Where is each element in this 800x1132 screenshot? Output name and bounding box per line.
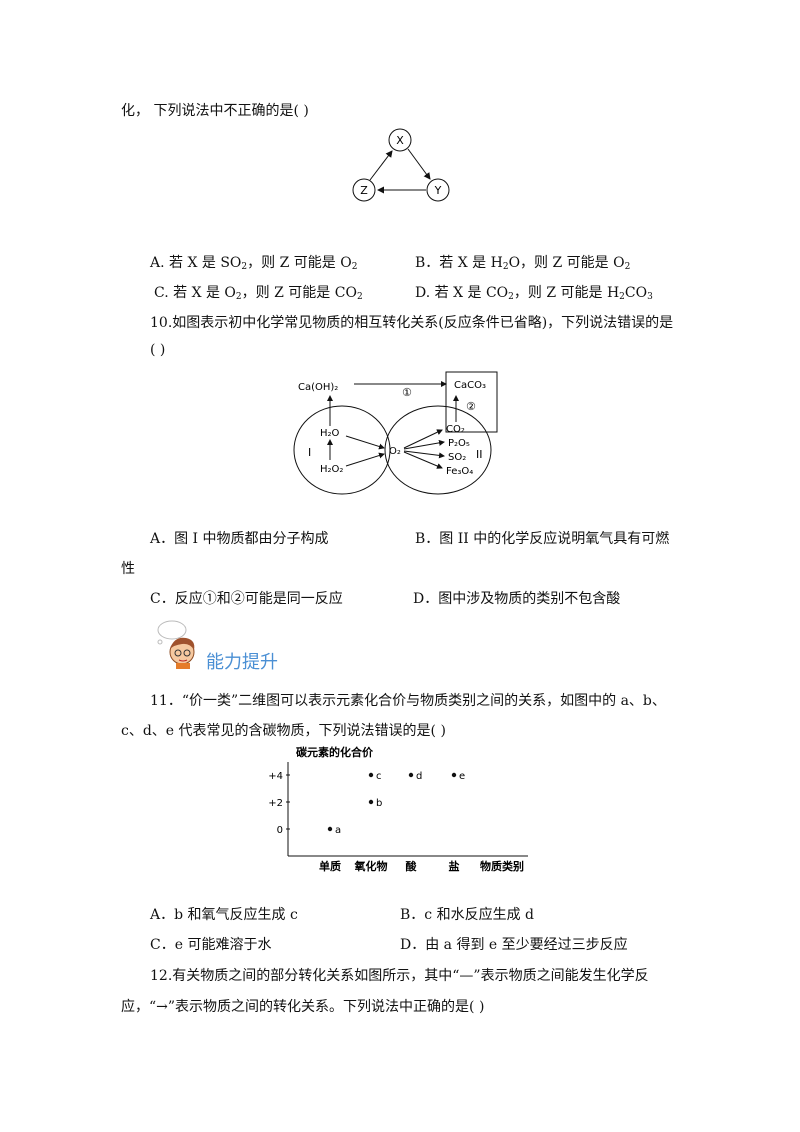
caco3-label: CaCO₃ <box>454 380 486 391</box>
chart-ylabel: 碳元素的化合价 <box>296 745 374 759</box>
q9-intro: 化， 下列说法中不正确的是( ) <box>121 103 309 119</box>
region-i-label: I <box>308 446 311 459</box>
h2o2-label: H₂O₂ <box>320 464 343 475</box>
q11-stem-line1: 11．“价一类”二维图可以表示元素化合价与物质类别之间的关系，如图中的 a、b、 <box>150 693 666 709</box>
point-label-b: b <box>376 798 382 809</box>
co2-label: CO₂ <box>446 424 465 435</box>
node-x: X <box>396 134 404 147</box>
q12-stem-line1: 12.有关物质之间的部分转化关系如图所示，其中“—”表示物质之间能发生化学反 <box>150 968 649 984</box>
point-label-e: e <box>459 771 465 782</box>
reaction-2-label: ② <box>466 400 476 413</box>
q11-option-b[interactable]: B．c 和水反应生成 d <box>400 907 534 923</box>
q9-option-d[interactable]: D. 若 X 是 CO2，则 Z 可能是 H2CO3 <box>415 285 653 302</box>
chart-xlabel: 物质类别 <box>480 859 524 873</box>
q10-option-b-cont: 性 <box>121 561 135 577</box>
point-c <box>368 772 374 778</box>
p2o5-label: P₂O₅ <box>448 438 470 449</box>
q11-option-d[interactable]: D．由 a 得到 e 至少要经过三步反应 <box>400 937 628 953</box>
q10-option-a[interactable]: A．图 I 中物质都由分子构成 <box>150 531 329 547</box>
so2-label: SO₂ <box>448 452 466 463</box>
q11-option-c[interactable]: C．e 可能难溶于水 <box>150 937 272 953</box>
q11-stem-line2: c、d、e 代表常见的含碳物质，下列说法错误的是( ) <box>121 723 446 739</box>
x-tick-label: 单质 <box>319 859 341 873</box>
point-label-a: a <box>335 825 341 836</box>
x-tick-label: 酸 <box>406 859 418 873</box>
q9-option-c[interactable]: C. 若 X 是 O2，则 Z 可能是 CO2 <box>154 285 363 302</box>
q10-option-c[interactable]: C．反应①和②可能是同一反应 <box>150 591 343 607</box>
section-title: 能力提升 <box>206 652 278 673</box>
h2o-label: H₂O <box>320 428 340 439</box>
point-e <box>451 772 457 778</box>
q10-stem-line2: ( ) <box>150 342 166 358</box>
thinking-kid-icon <box>157 620 195 669</box>
node-z: Z <box>360 184 368 197</box>
point-label-d: d <box>416 771 422 782</box>
q12-stem-line2: 应，“→”表示物质之间的转化关系。下列说法中正确的是( ) <box>121 999 485 1015</box>
q10-option-b[interactable]: B．图 II 中的化学反应说明氧气具有可燃 <box>415 531 670 547</box>
q10-stem-line1: 10.如图表示初中化学常见物质的相互转化关系(反应条件已省略)，下列说法错误的是 <box>150 315 674 331</box>
q10-relation-diagram: Ca(OH)₂ CaCO₃ H₂O H₂O₂ O₂ CO₂ P₂O₅ SO₂ F… <box>293 371 498 495</box>
y-tick-label: +2 <box>268 798 283 809</box>
reaction-1-label: ① <box>402 386 412 399</box>
x-tick-label: 盐 <box>449 859 460 873</box>
y-tick-label: +4 <box>268 771 283 782</box>
q9-option-b[interactable]: B．若 X 是 H2O，则 Z 可能是 O2 <box>415 255 631 272</box>
region-ii-label: II <box>476 448 483 461</box>
point-label-c: c <box>376 771 382 782</box>
q9-cycle-diagram: X Z Y <box>352 128 450 202</box>
q11-option-a[interactable]: A．b 和氧气反应生成 c <box>150 907 298 923</box>
point-b <box>368 799 374 805</box>
point-a <box>327 826 333 832</box>
node-y: Y <box>434 184 442 197</box>
y-tick-label: 0 <box>277 825 283 836</box>
fe3o4-label: Fe₃O₄ <box>446 466 473 477</box>
q9-option-a[interactable]: A. 若 X 是 SO2，则 Z 可能是 O2 <box>150 255 358 272</box>
caoh2-label: Ca(OH)₂ <box>298 382 338 393</box>
valence-category-chart: 碳元素的化合价 +4 +2 0 单质氧化物 酸 盐 物质类别 a b c d e <box>268 745 528 873</box>
q10-option-d[interactable]: D．图中涉及物质的类别不包含酸 <box>413 591 621 607</box>
point-d <box>408 772 414 778</box>
o2-label: O₂ <box>389 446 401 457</box>
x-tick-label: 氧化物 <box>354 859 388 873</box>
